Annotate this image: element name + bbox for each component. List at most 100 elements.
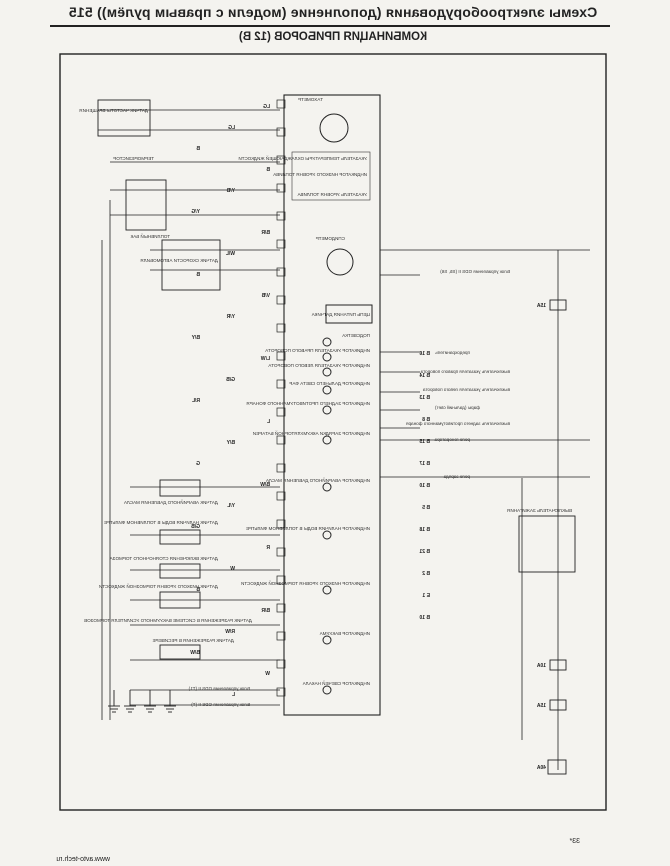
wire-code: B/W [190,650,200,656]
lamp-high_beam [322,385,332,395]
temp-gauge-label: УКАЗАТЕЛЬ ТЕМПЕРАТУРЫ ОХЛАЖДАЮЩЕЙ ЖИДКОС… [238,154,367,161]
wire-code: L [267,419,270,425]
wire-code: Y/L [227,503,235,509]
connector-pin [276,491,286,501]
connector-code: B 10 [419,483,430,489]
wire-code: B [196,146,200,152]
low-fuel-label: ИНДИКАТОР НИЗКОГО УРОВНЯ ТОПЛИВА [272,172,367,177]
oil-switch-label: ДАТЧИК АВАРИЙНОГО ДАВЛЕНИЯ МАСЛА [123,498,218,505]
connector-code: B 17 [419,461,430,467]
water-sensor-label: ДАТЧИК НАЛИЧИЯ ВОДЫ В ТОПЛИВНОМ ФИЛЬТРЕ [104,520,218,525]
vacuum-receiver-label: ДАТЧИК РАЗРЕЖЕНИЯ В РЕСИВЕРЕ [153,638,234,643]
vacuum-receiver-box [159,644,201,660]
watermark: www.avto-tech.ru [56,856,110,863]
lamp-brake_fluid [322,585,332,595]
connector-pin [276,435,286,445]
connector-code: B 5 [422,505,430,511]
wire-code: L [232,692,235,698]
sensor-boxes [97,99,576,660]
water-sensor-box [159,529,201,545]
wire-code: V/B [261,293,270,299]
lamp-label-vacuum: ИНДИКАТОР ВАКУУМА [319,631,370,636]
wire-code: B [196,272,200,278]
connector-pin [276,351,286,361]
sensor-wires [98,109,590,770]
power-circuit-box [325,304,373,324]
ref-gds-t1: Блок управления GDS II (T1) [188,686,250,691]
thermoresistor-label: ТЕРМОРЕЗИСТОР [113,156,154,161]
connector-code: B 8 [422,417,430,423]
wire-code: B/W [260,482,270,488]
connector-pin [276,407,286,417]
wire-code: Y/G [191,209,200,215]
wire-code: G [196,461,200,467]
ref-rear-fog: выключатель заднего противотуманного фон… [406,421,510,426]
brake-level-box [159,591,201,609]
wire-code: B [266,167,270,173]
fuel-gauge-label: УКАЗАТЕЛЬ УРОВНЯ ТОПЛИВА [297,192,367,197]
ref-charge-relay: реле заряда [443,474,470,479]
lamp-label-high_beam: ИНДИКАТОР ДАЛЬНЕГО СВЕТА ФАР [289,381,370,386]
lamp-label-left_turn: ИНДИКАТОР УКАЗАТЕЛЯ ЛЕВОГО ПОВОРОТА [267,363,370,368]
wire-code: R/L [192,398,200,404]
connector-code: B 10 [419,615,430,621]
oil-switch-box [159,479,201,497]
lamp-rear_fog [322,405,332,415]
wire-code: R/W [225,629,235,635]
wire-code: W [265,671,270,677]
connector-pin [276,547,286,557]
connector-pin [276,211,286,221]
wire-code: R [266,545,270,551]
connector-pin [276,127,286,137]
connector-pin [276,267,286,277]
vacuum-booster-label: ДАТЧИК РАЗРЕЖЕНИЯ В СИСТЕМЕ ВАКУУМНОГО У… [84,618,252,623]
wire-code: B/Y [226,440,235,446]
connector-pin [276,99,286,109]
wire-code: B/R [261,608,270,614]
lamp-right_turn [322,352,332,362]
ref-gds-t: Блок управления GDS II (T) [191,702,250,707]
ref-high-beam: фары (дальний свет) [435,404,480,410]
speed-sensor-box [97,99,151,137]
wire-code: G/B [191,524,200,530]
ignition-switch-label: ВЫКЛЮЧАТЕЛЬ ЗАЖИГАНИЯ [507,508,572,513]
lamp-label-brake_fluid: ИНДИКАТОР НИЗКОГО УРОВНЯ ТОРМОЗНОЙ ЖИДКО… [241,579,370,586]
connector-pin [276,603,286,613]
connector-code: B 13 [419,395,430,401]
ref-right-turn: выключатель указателя правого поворота [420,369,510,374]
gauge-group: ТАХОМЕТР УКАЗАТЕЛЬ ТЕМПЕРАТУРЫ ОХЛАЖДАЮЩ… [238,97,373,324]
speed-sensor-label: ДАТЧИК ЧАСТОТЫ ВРАЩЕНИЯ [79,108,148,113]
ground-symbol [124,690,136,713]
wire-code: L/W [261,356,270,362]
connector-code: E 1 [422,593,430,599]
connector-pin [276,519,286,529]
connector-code: B 15 [419,439,430,445]
wire-code: B [196,587,200,593]
connector-code: B 2 [422,571,430,577]
wire-code: W [230,566,235,572]
fuse-label: 15A [536,703,546,709]
lamp-charge [322,435,332,445]
connector-pin [276,155,286,165]
connector-pin [276,631,286,641]
lamp-water_in_fuel [322,530,332,540]
connector-pin [276,463,286,473]
reference-labels: Блок управления GDS II (S5, S6) предохра… [188,269,510,707]
wire-code: W/L [226,251,235,257]
connector-pin [276,323,286,333]
connector-pin [276,295,286,305]
tachometer-label: ТАХОМЕТР [298,97,323,102]
diagram-frame [59,53,607,811]
power-circuit-label: ЦЕПЬ ПИТАНИЯ ДАТЧИКА [311,312,370,317]
lamp-label-illumination: ПОДСВЕТКА [341,333,370,338]
connector-pin [276,379,286,389]
fuel-tank-box [125,179,167,231]
tachometer-dial [319,113,349,143]
ground-symbol [144,690,156,713]
lamp-oil_pressure [322,482,332,492]
wire-code: Y/R [226,314,235,320]
lamp-left_turn [322,367,332,377]
